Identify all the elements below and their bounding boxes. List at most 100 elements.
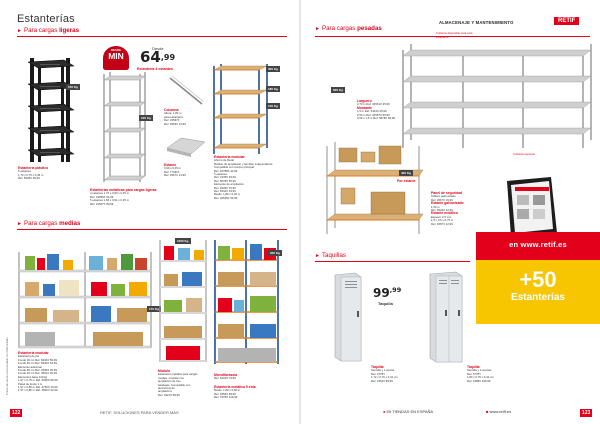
web-text[interactable]: www.retif.es xyxy=(489,409,512,414)
caption-title: Panel de seguridad xyxy=(431,191,463,195)
wide-shelf-image xyxy=(17,246,153,350)
caption-line: Elemento de ampliación xyxy=(214,182,244,187)
caption-line: 1,97 x 0,75 m Ref. 5390X 89,99 xyxy=(18,378,58,383)
price-int: 64 xyxy=(140,48,161,66)
caption-line: Ref. 24567X 89,99 xyxy=(90,201,114,206)
desde-label: Desde xyxy=(152,46,164,51)
divider-line xyxy=(315,36,590,37)
caption-plastic: Estantería plástico 5 estantes 1,70 x 0,… xyxy=(18,166,78,181)
page-number: 123 xyxy=(580,409,593,417)
badge-top: DESDE xyxy=(110,48,122,52)
promo-sub: Estanterías xyxy=(511,292,565,303)
min-price-badge: DESDE MIN xyxy=(103,46,129,70)
caption-title: Estantería modular xyxy=(18,351,49,355)
caption-line: 4 estantes 1,70 x 0,90 x 0,45 m xyxy=(90,191,130,196)
divider-line xyxy=(17,36,287,37)
caption-micro: Microfibrasola Ref. 6434X 79,99 xyxy=(214,373,284,381)
caption-title: Estante xyxy=(164,163,177,167)
caption-line: Ref. 5678X 55,99 xyxy=(214,178,236,183)
weight-badge: 100 Kg xyxy=(139,115,153,121)
caption-title: Módulo xyxy=(158,369,171,373)
caption-line: para estantería xyxy=(164,114,183,119)
side-note: Precio de venta recomendado con IVA incl… xyxy=(5,337,9,395)
caption-line: 1,80 x 0,76 x 0,41 cm xyxy=(467,375,494,380)
caption-title: Estanterías metálicas para cargas ligera… xyxy=(90,188,157,192)
caption-line: Módulo de ampliación y también independi… xyxy=(214,161,274,166)
caption-larguero: Larguero 2,70 m Ref. 34561X 35,99 Montan… xyxy=(357,99,439,121)
locker-label: Taquilla xyxy=(378,301,393,306)
price-int: 99 xyxy=(373,286,390,300)
shelf-panel-image xyxy=(166,137,206,157)
caption-line: 3,00 x 1,5 m Ref. 5678X 69,99 xyxy=(357,116,395,121)
caption-locker2: Taquilla Sencilla y 2 puertas Ref. 5778Y… xyxy=(467,365,513,383)
caption-line: elementos de xyxy=(158,386,175,391)
caption-shelf: Estante 0,90 x 0,45 m Ref. 77431X Ref. 4… xyxy=(164,163,204,178)
page-gutter xyxy=(299,0,301,424)
caption-line: Sencilla y 1 puerta xyxy=(371,368,395,373)
caption-line: Sencilla y 2 puertas xyxy=(467,368,492,373)
subsection-heavy: ►Para cargas pesadas xyxy=(315,25,382,32)
caption-line: Ref. 4567X 15,99 xyxy=(431,197,453,202)
promo-url[interactable]: en www.retif.es xyxy=(509,240,567,249)
weight-badge: 300 Kg xyxy=(266,66,280,72)
caption-line: Medio: 1,80 x 0,90 m xyxy=(214,388,241,393)
caption-title: Microfibrasola xyxy=(214,373,238,377)
weight-badge: 150 Kg xyxy=(66,84,80,90)
divider-line xyxy=(315,261,470,262)
caption-line: Fondo 40 cm Ref. 4501X 45,99 xyxy=(18,371,57,376)
brand-logo: RETIF xyxy=(554,17,580,25)
caption-title: Estante metálico xyxy=(431,211,458,216)
price-dec: ,99 xyxy=(389,286,402,294)
sub-bold: ligeras xyxy=(59,27,80,34)
caption-line: ampliación de tres xyxy=(158,379,181,384)
caption-line: Ref. 46545X 59,99 xyxy=(214,195,238,200)
caption-title: Estantería plástico xyxy=(18,166,49,170)
annotation-cover: Cubierta disponible para esta estantería xyxy=(436,31,473,39)
weight-badge: 120 Kg xyxy=(266,103,280,109)
caption-line: Ref. 5778Y xyxy=(467,371,481,376)
price-dec: ,99 xyxy=(160,53,176,62)
caption-title: Taquilla xyxy=(371,365,384,369)
caption-line: Elementos base 120 kg xyxy=(18,374,48,379)
subsection-lockers: ►Taquillas xyxy=(315,252,346,259)
weight-badge: 170 Kg xyxy=(147,306,161,312)
price-main: 64,99 xyxy=(140,50,175,65)
caption-metal: Estanterías metálicas para cargas ligera… xyxy=(90,188,162,206)
caption-line: Ref. 4321X 89,99 xyxy=(158,392,180,397)
caption-line: Estantería de pie xyxy=(18,354,40,359)
footer-web: ■ www.retif.es xyxy=(486,409,511,414)
caption-line: Ref. 4398X 199,99 xyxy=(467,378,491,383)
weight-badge: 200 Kg xyxy=(268,250,282,256)
caption-line: Ref. 46788X 44,99 xyxy=(214,168,238,173)
caption-locker1: Taquilla Sencilla y 1 puerta Ref. 3778Y … xyxy=(371,365,417,383)
locker-single-image xyxy=(334,272,362,362)
weight-badge: 400 Kg xyxy=(399,170,413,176)
caption-line: Elemento adicional xyxy=(18,364,42,369)
caption-line: 5 estantes 1,82 x 0,91 x 0,35 m xyxy=(90,198,130,203)
caption-line: 2,70 m Ref. 34561X 35,99 xyxy=(357,102,390,107)
caption-line: Espesor 2,5 mm xyxy=(431,214,452,219)
caption-line: Ref. 7678X 129,99 xyxy=(214,395,238,400)
weight-badge: 180 Kg xyxy=(266,86,280,92)
sub-prefix: Para cargas xyxy=(23,220,58,227)
caption-line: 1,5 x 0,6 x 0,75 m xyxy=(431,218,454,223)
caption-line: Ref. 43955X 64,99 xyxy=(90,194,114,199)
column-image xyxy=(169,75,205,105)
caption-line: 1,70 x 0,75 x 0,45 m xyxy=(18,172,44,177)
caption-safety: Panel de seguridad Tablero aglomerado Re… xyxy=(431,191,493,226)
triangle-icon: ► xyxy=(17,28,22,34)
caption-line: 5 estantes xyxy=(18,169,31,174)
tall-shelf-image xyxy=(159,240,207,362)
tablet-image xyxy=(507,177,557,237)
sub-prefix: Para cargas xyxy=(321,25,356,32)
locker-price: 99,99 xyxy=(373,286,401,300)
caption-title: Estantería metálica 5 esta. xyxy=(214,385,257,389)
sub-prefix: Para cargas xyxy=(23,27,58,34)
footer-shops: ● 59 TIENDAS EN ESPAÑA xyxy=(383,409,433,414)
modular-shelf-image xyxy=(213,64,268,154)
caption-title: Taquilla xyxy=(467,365,480,369)
caption-line: medias, modular con xyxy=(158,375,184,380)
metal-shelf-image xyxy=(103,72,146,182)
left-page: Estanterías ►Para cargas ligeras 150 Kg xyxy=(0,0,299,424)
caption-line: Fondo 30 cm Ref. 4345X 39,99 xyxy=(18,368,57,373)
